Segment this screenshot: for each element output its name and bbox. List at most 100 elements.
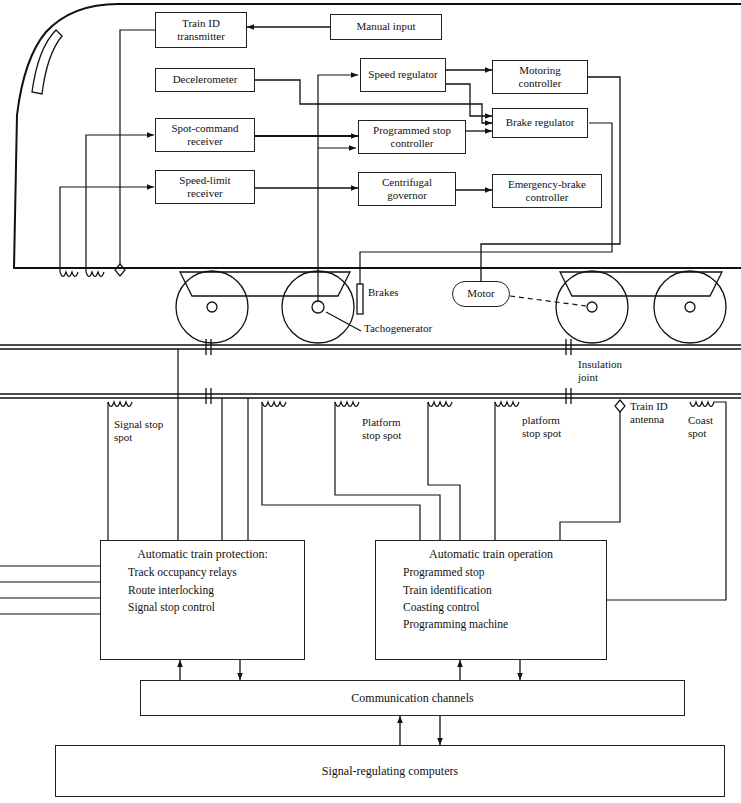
signal-arrow [456,189,492,190]
bogie [685,302,695,312]
signal-arrow [247,26,330,27]
bogie [560,272,722,296]
wayside-wiring [607,402,726,600]
wayside-wiring [107,402,108,540]
wiring [60,272,78,277]
bogie [357,284,363,314]
bogie [180,272,350,296]
wayside-wiring [262,402,286,407]
box-item: Coasting control [381,599,601,616]
process-box: Centrifugal governor [358,172,456,206]
box-item: Track occupancy relays [106,564,299,581]
wayside-wiring [494,402,495,540]
box-item: Signal stop control [106,599,299,616]
bogie [556,271,628,343]
box-title: Centrifugal governor [364,176,450,202]
part-label: Insulation joint [578,358,638,384]
process-box: Speed regulator [360,58,446,92]
wiring [115,264,125,276]
receiver-box: Spot-command receiver [155,118,255,152]
bogie [312,301,324,313]
wayside-wiring [335,402,440,540]
signal-arrow [255,187,358,188]
part-label: Platform stop spot [362,416,420,442]
wayside-wiring [0,566,100,614]
wiring [120,30,155,264]
process-box: Train ID transmitter [155,12,247,48]
wayside-wiring [108,402,132,407]
signal-arrow [179,660,180,680]
wiring [86,272,104,277]
wayside-wiring [560,412,620,540]
wiring [326,312,361,331]
computer-box: Signal-regulating computers [55,745,725,797]
bogie [587,302,597,312]
rail [206,339,571,404]
bogie [176,271,726,343]
signal-arrow [519,660,520,680]
signal-arrow [439,716,440,745]
box-title: Programmed stop controller [364,124,460,150]
signal-arrow [399,716,400,745]
wiring [318,147,356,148]
bogie [654,271,726,343]
wayside-wiring [428,402,452,407]
wayside-wiring [495,402,519,407]
input-box: Manual input [330,14,442,40]
part-label: Signal stop spot [114,418,166,444]
signal-arrow [481,77,620,281]
motor-symbol: Motor [452,281,510,307]
signal-arrow [446,84,492,116]
box-title: Manual input [336,20,436,33]
wayside-wiring [615,400,625,412]
signal-arrow [446,69,492,70]
box-item: Programming machine [381,616,601,633]
channel-band: Communication channels [140,680,685,716]
signal-arrow [459,660,460,680]
process-box: Programmed stop controller [358,120,466,154]
process-box: Emergency-brake controller [492,174,602,208]
sensor-box: Decelerometer [155,68,255,92]
box-title: Brake regulator [498,116,582,129]
rail [0,339,741,404]
wayside-wiring [262,402,420,540]
signal-arrow [239,660,240,680]
wayside-wiring [178,349,248,540]
wiring [510,296,586,306]
box-title: Speed regulator [366,68,440,81]
wayside-wiring [428,402,460,540]
box-title: Speed-limit receiver [161,174,249,200]
train-body [14,4,741,268]
part-label: Coast spot [688,414,720,440]
box-title: Spot-command receiver [161,122,249,148]
part-label: Tachogenerator [364,322,432,335]
box-item: Train identification [381,582,601,599]
process-box: Brake regulator [492,108,588,138]
wayside-wiring [335,402,359,407]
wayside-wiring [690,402,714,407]
box-title: Motor [458,287,504,300]
train-body [14,4,741,268]
box-item: Route interlocking [106,582,299,599]
box-title: Automatic train protection: [106,547,299,561]
box-title: Communication channels [146,691,679,705]
wiring [60,187,154,272]
box-item: Programmed stop [381,564,601,581]
wiring [60,30,612,331]
box-title: Motoring controller [498,64,582,90]
box-title: Train ID transmitter [161,17,241,43]
bogie [176,271,248,343]
bogie [207,302,217,312]
process-box: Motoring controller [492,60,588,94]
box-title: Signal-regulating computers [61,764,719,778]
train-body [32,30,62,94]
signal-arrow [466,130,492,131]
signal-arrow [255,135,358,137]
part-label: Train ID antenna [630,400,680,426]
part-label: platform stop spot [522,414,574,440]
part-label: Brakes [368,286,399,299]
system-box: Automatic train protection: Track occupan… [100,540,305,660]
box-title: Automatic train operation [381,547,601,561]
receiver-box: Speed-limit receiver [155,170,255,204]
